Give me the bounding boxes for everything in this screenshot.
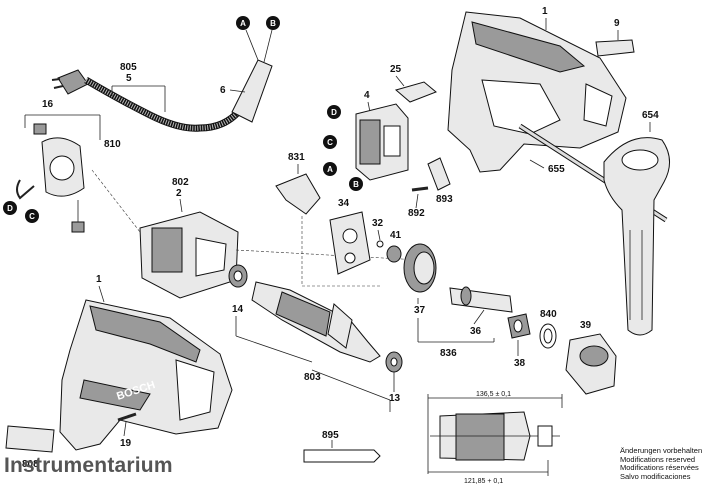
callout-34: 34 (338, 198, 350, 209)
callout-16: 16 (42, 99, 54, 110)
callout-39: 39 (580, 320, 592, 331)
callout-803: 803 (304, 372, 321, 383)
callout-5: 5 (126, 73, 132, 84)
bearing-14 (228, 264, 248, 288)
callout-41: 41 (390, 230, 402, 241)
callout-13: 13 (389, 393, 401, 404)
grease-tube-895 (303, 449, 381, 463)
callout-32: 32 (372, 218, 384, 229)
svg-text:A: A (327, 165, 333, 174)
callout-810: 810 (104, 139, 121, 150)
marker-b-cable: B (266, 16, 280, 30)
power-cable (51, 29, 273, 132)
callout-1-lower: 1 (96, 274, 102, 285)
armature-dimension-drawing: 136,5 ± 0,1 121,85 + 0,1 (427, 391, 563, 485)
svg-text:C: C (327, 138, 333, 147)
part-893 (427, 157, 451, 191)
ring-840 (539, 323, 557, 349)
plate-34 (329, 211, 371, 275)
callout-9: 9 (614, 18, 620, 29)
marker-c-switch: C (323, 135, 337, 149)
callout-25: 25 (390, 64, 402, 75)
brush-holder (16, 123, 85, 233)
callout-836: 836 (440, 348, 457, 359)
marker-a-switch: A (323, 162, 337, 176)
dimension-lower: 121,85 + 0,1 (464, 478, 503, 485)
chuck-39 (565, 333, 617, 395)
svg-text:B: B (270, 19, 276, 28)
callout-6: 6 (220, 85, 226, 96)
field-coil (139, 211, 239, 299)
svg-text:D: D (331, 108, 337, 117)
modifications-notice: Änderungen vorbehalten Modifications res… (620, 446, 703, 481)
callout-808: 808 (22, 459, 39, 470)
callout-805: 805 (120, 62, 137, 73)
part-9 (595, 39, 635, 57)
callout-19: 19 (120, 438, 132, 449)
gear-37 (403, 243, 437, 293)
callout-802: 802 (172, 177, 189, 188)
marker-a-cable: A (236, 16, 250, 30)
callout-654: 654 (642, 110, 659, 121)
callout-14: 14 (232, 304, 244, 315)
svg-text:A: A (240, 19, 246, 28)
callout-37: 37 (414, 305, 426, 316)
callout-38: 38 (514, 358, 526, 369)
cover-831 (275, 173, 321, 215)
callout-893: 893 (436, 194, 453, 205)
pinion-41 (386, 245, 402, 263)
callout-892: 892 (408, 208, 425, 219)
callout-840: 840 (540, 309, 557, 320)
bearing-13 (385, 351, 403, 373)
marker-d-brush: D (3, 201, 17, 215)
note-line: Modifications réservées (620, 463, 699, 472)
bearing-38 (507, 313, 531, 339)
callout-655: 655 (548, 164, 565, 175)
dimension-upper: 136,5 ± 0,1 (476, 391, 511, 398)
svg-text:C: C (29, 212, 35, 221)
note-line: Änderungen vorbehalten (620, 446, 703, 455)
callout-831: 831 (288, 152, 305, 163)
housing-half-lower: BOSCH (59, 299, 233, 451)
callout-895: 895 (322, 430, 339, 441)
callout-2: 2 (176, 188, 182, 199)
armature (251, 281, 381, 363)
note-line: Modifications reserved (620, 454, 696, 464)
callout-4: 4 (364, 90, 370, 101)
callout-1-upper: 1 (542, 6, 548, 17)
part-808 (5, 425, 55, 453)
housing-half-upper (447, 11, 627, 173)
screw-892 (411, 186, 429, 192)
auxiliary-handle-654 (603, 137, 670, 336)
marker-d-switch: D (327, 105, 341, 119)
drill-spindle-36 (449, 286, 513, 313)
svg-text:B: B (353, 180, 359, 189)
callout-36: 36 (470, 326, 482, 337)
svg-text:D: D (7, 204, 13, 213)
slider-25 (394, 81, 437, 103)
watermark-logo: Instrumentarium (4, 454, 173, 477)
screw-19 (117, 412, 137, 422)
switch-4 (355, 103, 409, 181)
note-line: Salvo modificaciones (620, 471, 691, 481)
marker-c-brush: C (25, 209, 39, 223)
marker-b-switch: B (349, 177, 363, 191)
